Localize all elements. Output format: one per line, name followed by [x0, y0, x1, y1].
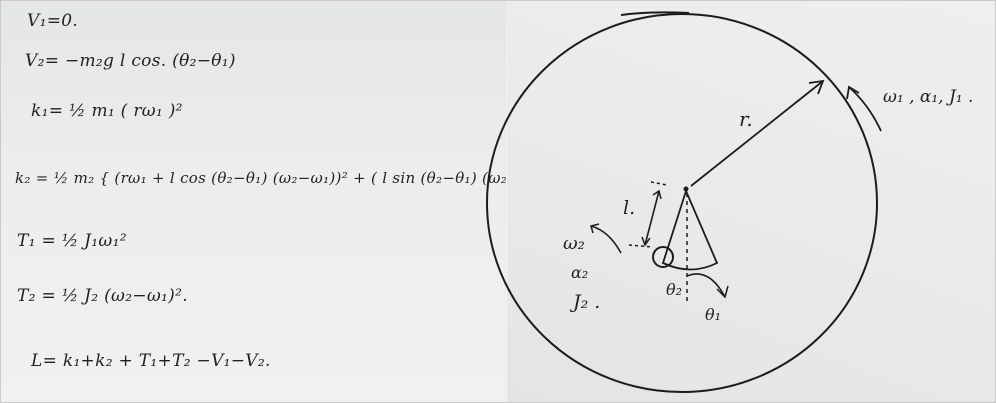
pendulum-alpha-label: α₂ — [571, 263, 589, 282]
diagram-page — [507, 1, 995, 402]
length-arrowhead-top — [652, 189, 662, 200]
radius-arrowhead — [808, 79, 825, 95]
equation-k1: k₁= ½ m₁ ( rω₁ )² — [31, 101, 183, 121]
outer-disk-circle — [486, 13, 878, 393]
equation-v1: V₁=0. — [27, 11, 79, 31]
equation-t2: T₂ = ½ J₂ (ω₂−ω₁)². — [17, 286, 188, 306]
outer-disk-label: ω₁ , α₁, J₁ . — [883, 87, 974, 107]
outer-rotation-arrowhead — [846, 85, 860, 100]
equation-k2: k₂ = ½ m₂ { (rω₁ + l cos (θ₂−θ₁) (ω₂−ω₁)… — [15, 169, 573, 187]
equation-t1: T₁ = ½ J₁ω₁² — [17, 231, 127, 251]
disk-start-stroke — [620, 11, 690, 16]
length-label: l. — [623, 197, 636, 219]
length-guide-bottom — [628, 244, 654, 248]
radius-label: r. — [739, 107, 753, 131]
pendulum-rotation-arrow — [590, 225, 622, 254]
equation-v2: V₂= −m₂g l cos. (θ₂−θ₁) — [25, 51, 236, 71]
length-arrow — [644, 190, 660, 246]
pendulum-body — [661, 188, 719, 271]
notes-page: V₁=0. V₂= −m₂g l cos. (θ₂−θ₁) k₁= ½ m₁ (… — [1, 1, 572, 402]
outer-rotation-arrow — [848, 86, 882, 132]
pendulum-bob — [652, 246, 674, 268]
pendulum-rotation-arrowhead — [590, 223, 600, 234]
page-fold — [505, 1, 508, 402]
pendulum-inertia-label: J₂ . — [573, 291, 601, 313]
theta1-arrow — [686, 273, 726, 298]
radius-vector — [690, 80, 824, 187]
theta1-label: θ₁ — [705, 305, 722, 324]
length-arrowhead-bottom — [641, 236, 651, 247]
pendulum-omega-label: ω₂ — [563, 233, 585, 254]
theta1-arrowhead — [716, 285, 729, 299]
theta2-label: θ₂ — [666, 280, 683, 299]
length-guide — [650, 181, 668, 186]
equation-lagrangian: L= k₁+k₂ + T₁+T₂ −V₁−V₂. — [31, 351, 271, 371]
